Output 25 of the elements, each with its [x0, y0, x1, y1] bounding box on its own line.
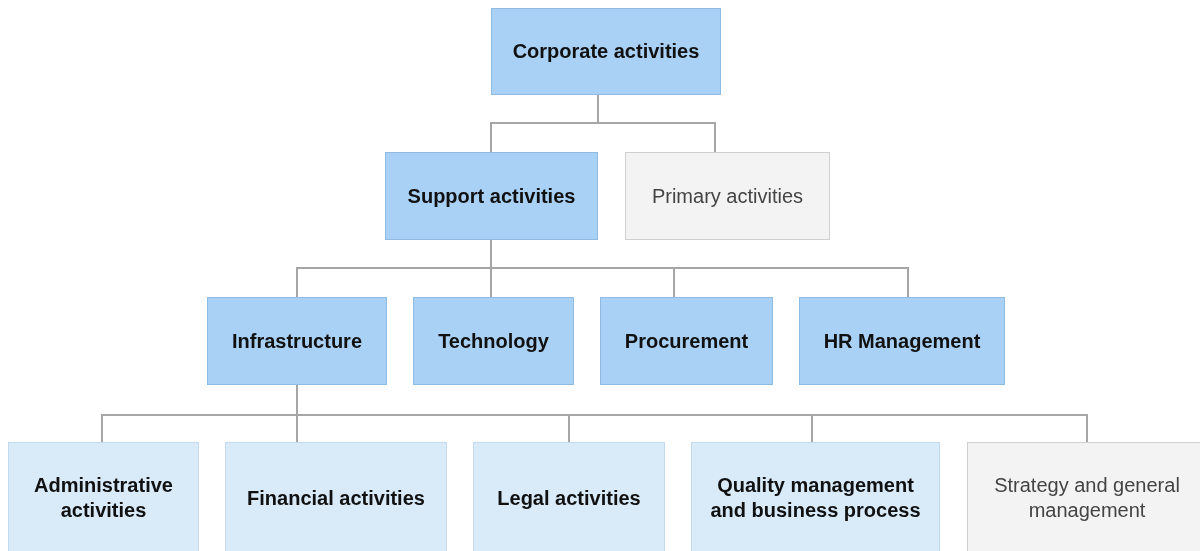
box-label: HR Management	[823, 328, 981, 354]
box-label: Quality management and business process	[709, 473, 922, 523]
org-box	[491, 8, 721, 95]
box-label: Technology	[438, 328, 549, 354]
connector-line	[597, 94, 716, 153]
org-box	[600, 297, 773, 385]
box-label: Primary activities	[651, 183, 804, 209]
box-label: Corporate activities	[512, 39, 700, 64]
org-box	[207, 297, 387, 385]
org-box	[691, 442, 940, 551]
box-label: Support activities	[407, 183, 576, 209]
org-box	[8, 442, 199, 551]
org-box	[473, 442, 665, 551]
box-label: Legal activities	[497, 485, 641, 511]
org-box	[625, 152, 830, 240]
box-label: Strategy and general management	[993, 473, 1181, 523]
box-label: Procurement	[624, 328, 749, 354]
org-box	[967, 442, 1200, 551]
org-box	[799, 297, 1005, 385]
org-box	[225, 442, 447, 551]
org-box	[385, 152, 598, 240]
box-label: Financial activities	[247, 485, 425, 511]
box-label: Infrastructure	[232, 328, 362, 354]
org-box	[413, 297, 574, 385]
box-label: Administrative activities	[33, 473, 174, 523]
